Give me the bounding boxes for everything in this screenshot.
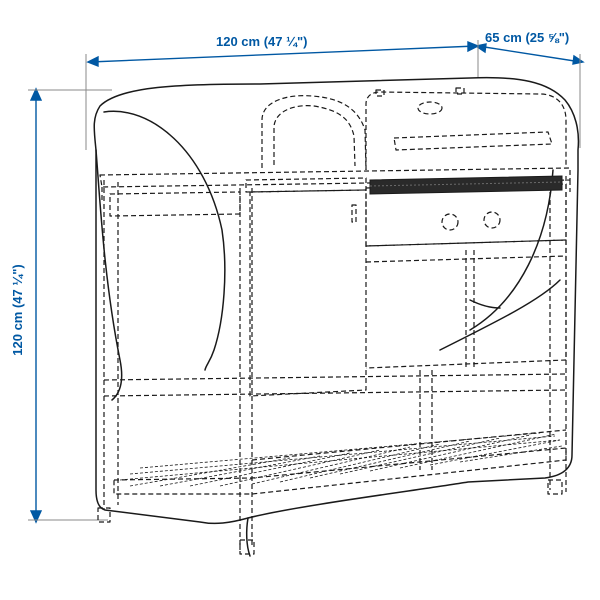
post-front-right: [549, 176, 567, 492]
cabinet-door: [249, 189, 367, 397]
depth-arrow-right: [572, 54, 585, 65]
lower-rail: [103, 373, 567, 397]
side-shelf: [109, 191, 241, 217]
cover-silhouette: [93, 76, 580, 525]
height-arrow-bottom: [29, 510, 43, 524]
post-front-mid: [239, 188, 253, 550]
cover-fold-right-3: [469, 299, 501, 309]
foot-right: [547, 479, 563, 495]
grill-hood-main: [365, 91, 567, 170]
width-dimension-line: [89, 45, 477, 63]
grill-hood-left: [261, 95, 367, 171]
width-arrow-right: [467, 40, 480, 53]
shelf-grid: [119, 432, 563, 487]
bottom-shelf: [113, 447, 567, 495]
hidden-grill: [97, 87, 571, 555]
width-dimension-label: 120 cm (47 ¼"): [216, 34, 308, 49]
grill-vent: [369, 175, 563, 195]
cart-top-edges: [101, 180, 571, 200]
width-dimension: [86, 40, 480, 68]
extension-lines: [28, 40, 581, 521]
lower-cabinet-split: [465, 250, 475, 370]
cover-fold-front: [103, 110, 226, 371]
foot-left: [97, 507, 111, 523]
burner-knob-right: [483, 211, 501, 229]
bottom-shelf-back: [251, 429, 567, 461]
width-arrow-left: [86, 55, 99, 68]
cover-fold-left: [95, 149, 123, 401]
cover-outline: [93, 76, 580, 557]
foot-mid: [239, 539, 255, 555]
height-dimension-label: 120 cm (47 ¼"): [10, 264, 25, 356]
post-back-mid: [419, 370, 433, 470]
grill-hood-left-inner: [273, 105, 356, 167]
grill-handle: [393, 131, 553, 151]
depth-dimension: [474, 43, 585, 65]
cover-bottom-edge: [245, 517, 251, 557]
cover-fold-right-1: [469, 169, 554, 331]
cabinet-knob: [351, 204, 357, 223]
thermometer-gauge: [417, 101, 443, 115]
cover-fold-right-2: [439, 279, 561, 351]
height-arrow-top: [29, 87, 43, 101]
post-front-left: [103, 180, 119, 510]
burner-knob-left: [441, 213, 459, 231]
height-dimension: [29, 87, 43, 524]
grill-hinge-left: [375, 89, 385, 97]
grill-hinge-right: [455, 87, 465, 95]
depth-dimension-line: [477, 45, 582, 63]
depth-dimension-label: 65 cm (25 ⅝"): [485, 30, 570, 45]
